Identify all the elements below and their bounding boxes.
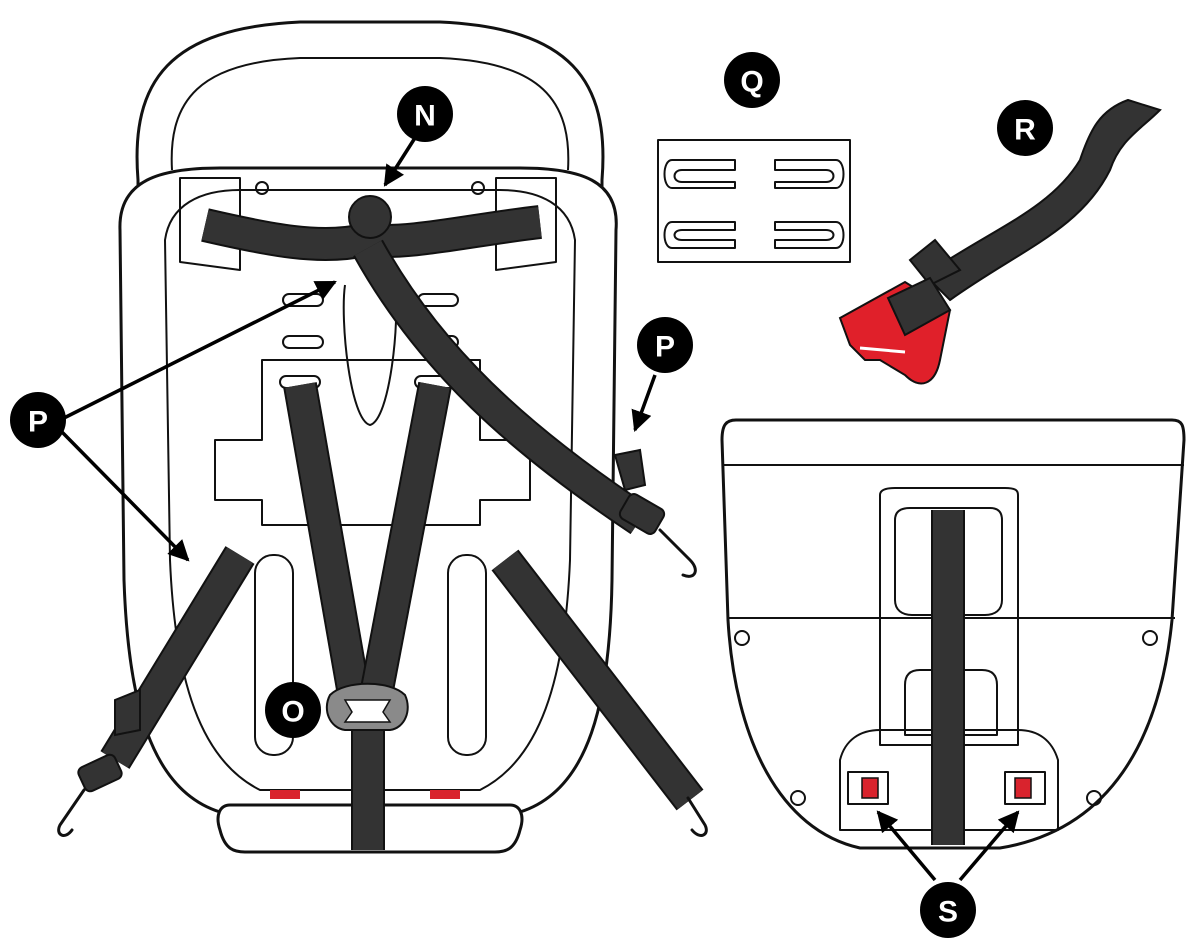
latch-strap-with-red-tongue [838, 98, 1162, 385]
callout-p-right-label: P [655, 331, 675, 364]
callout-p-left: P [10, 392, 66, 448]
callout-p-left-label: P [28, 406, 48, 439]
callout-n-label: N [414, 100, 436, 133]
callout-s: S [920, 882, 976, 938]
callout-r-label: R [1014, 114, 1036, 147]
callout-r: R [997, 100, 1053, 156]
callout-n: N [397, 86, 453, 142]
car-seat-rear-view [720, 418, 1186, 850]
callout-q-label: Q [740, 66, 763, 99]
callout-s-label: S [938, 896, 958, 929]
red-indicator-left [270, 790, 300, 799]
callout-q: Q [724, 52, 780, 108]
car-seat-front-view [57, 20, 708, 854]
release-indicator-right [1014, 777, 1032, 799]
left-hook [57, 788, 86, 837]
left-adjuster [77, 753, 123, 793]
right-lower-hook [686, 796, 708, 837]
callout-p-right: P [637, 317, 693, 373]
release-indicator-left [861, 777, 879, 799]
red-indicator-right [430, 790, 460, 799]
right-adjuster [618, 493, 666, 535]
right-hook [658, 528, 697, 578]
harness-ball [348, 195, 392, 239]
callout-o-label: O [281, 696, 304, 729]
chest-clip-adjuster [657, 139, 851, 263]
callout-o: O [265, 682, 321, 738]
